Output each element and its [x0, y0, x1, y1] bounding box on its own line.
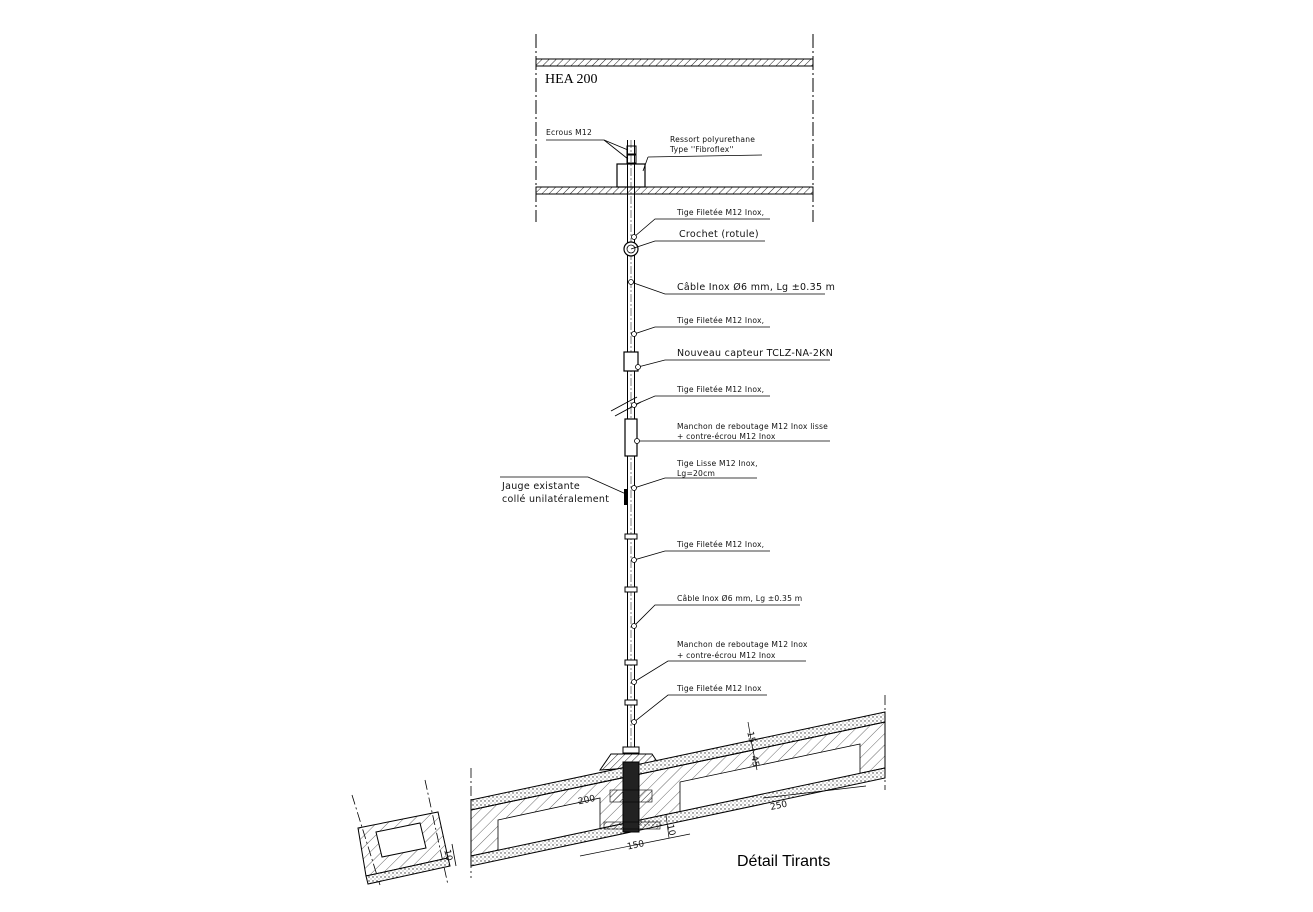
dim-45: 45 [748, 755, 760, 768]
label-smooth-rod-line2: Lg=20cm [677, 469, 715, 478]
label-rod-5: Tige Filetée M12 Inox [676, 684, 762, 693]
label-hook: Crochet (rotule) [679, 229, 759, 240]
dimension-labels: 15 45 200 250 150 10 10 [441, 731, 788, 863]
block-detail [351, 779, 457, 886]
label-cable-2: Câble Inox Ø6 mm, Lg ±0.35 m [677, 594, 802, 603]
dim-15: 15 [744, 731, 756, 744]
label-rod-2: Tige Filetée M12 Inox, [676, 316, 764, 325]
label-spring-line1: Ressort polyurethane [670, 135, 755, 144]
label-sleeve-1-line2: + contre-écrou M12 Inox [677, 432, 776, 441]
dim-250: 250 [769, 800, 788, 813]
tie-rod [599, 140, 661, 771]
label-gauge-line2: collé unilatéralement [502, 494, 609, 505]
label-nuts: Ecrous M12 [546, 128, 592, 137]
label-smooth-rod-line1: Tige Lisse M12 Inox, [676, 459, 758, 468]
label-rod-3: Tige Filetée M12 Inox, [676, 385, 764, 394]
slab-section [470, 695, 886, 878]
sensor-body [623, 351, 639, 372]
leader-lines [500, 218, 830, 725]
dim-10-slab: 10 [664, 823, 676, 837]
dim-200: 200 [577, 794, 596, 807]
annotation-labels: Ecrous M12 Ressort polyurethane Type ''F… [501, 128, 835, 693]
dim-10-block: 10 [441, 849, 453, 863]
label-cable-1: Câble Inox Ø6 mm, Lg ±0.35 m [677, 282, 835, 293]
label-rod-4: Tige Filetée M12 Inox, [676, 540, 764, 549]
label-gauge-line1: Jauge existante [501, 481, 580, 492]
sleeve-1 [624, 418, 638, 457]
dim-150: 150 [626, 839, 645, 852]
label-sleeve-2-line1: Manchon de reboutage M12 Inox [677, 640, 808, 649]
hea-beam: HEA 200 [535, 34, 814, 222]
label-spring-line2: Type ''Fibroflex'' [669, 145, 734, 154]
label-sleeve-1-line1: Manchon de reboutage M12 Inox lisse [677, 422, 828, 431]
dimensions [579, 721, 867, 857]
beam-label: HEA 200 [545, 72, 598, 87]
drawing-title: Détail Tirants [737, 853, 830, 870]
strain-gauge [624, 489, 627, 505]
label-sensor: Nouveau capteur TCLZ-NA-2KN [677, 348, 833, 359]
label-rod-1: Tige Filetée M12 Inox, [676, 208, 764, 217]
label-sleeve-2-line2: + contre-écrou M12 Inox [677, 651, 776, 660]
